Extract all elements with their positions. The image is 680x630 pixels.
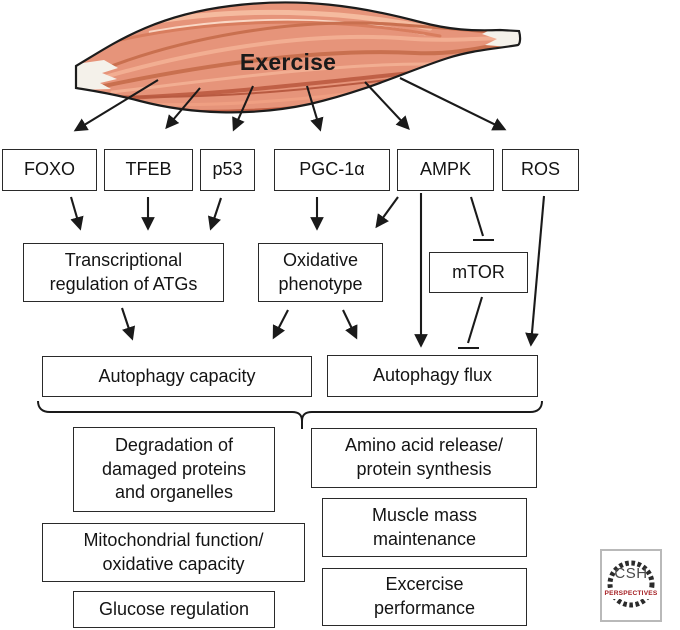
muscle-outline [74,1,522,114]
node-mitochondrial-function: Mitochondrial function/ oxidative capaci… [42,523,305,582]
edge-oxidative-flux [342,309,358,340]
edge-oxidative-capacity [272,309,289,340]
node-oxidative-phenotype: Oxidative phenotype [258,243,383,302]
edge-exercise-ros [399,77,507,131]
node-transcriptional-regulation: Transcriptional regulation of ATGs [23,243,224,302]
logo-perspectives-text: PERSPECTIVES [604,590,658,597]
node-autophagy-capacity: Autophagy capacity [42,356,312,397]
exercise-label: Exercise [239,49,337,75]
node-muscle-mass-maintenance: Muscle mass maintenance [322,498,527,557]
edge-exercise-p53 [232,85,254,132]
edge-p53-transreg [207,197,222,231]
brace [37,400,543,429]
edge-exercise-ampk [364,81,410,130]
node-exercise-performance: Excercise performance [322,568,527,626]
edge-exercise-tfeb [165,87,201,130]
logo-csh-text: CSH [614,565,648,582]
node-amino-acid-release: Amino acid release/ protein synthesis [311,428,537,488]
edge-ampk-oxidative [375,196,399,229]
node-tfeb: TFEB [104,149,193,191]
node-autophagy-flux: Autophagy flux [327,355,538,397]
tendon-left [76,60,118,90]
node-mtor: mTOR [429,252,528,293]
node-foxo: FOXO [2,149,97,191]
edge-ros-flux [525,195,546,347]
diagram-edges [37,77,546,429]
dna-helix-icon [604,560,658,608]
node-ros: ROS [502,149,579,191]
edge-transreg-capacity [121,307,136,341]
tendon-right [482,27,520,48]
node-degradation: Degradation of damaged proteins and orga… [73,427,275,512]
edge-mtor-flux-line [466,296,484,344]
node-p53: p53 [200,149,255,191]
csh-logo: CSH PERSPECTIVES [600,549,662,622]
node-ampk: AMPK [397,149,494,191]
edge-exercise-pgc1a [305,85,324,132]
node-pgc1a: PGC-1α [274,149,390,191]
node-glucose-regulation: Glucose regulation [73,591,275,628]
edge-foxo-transreg [69,196,84,231]
edge-ampk-mtor-line [469,196,485,237]
edge-exercise-foxo [73,79,159,132]
